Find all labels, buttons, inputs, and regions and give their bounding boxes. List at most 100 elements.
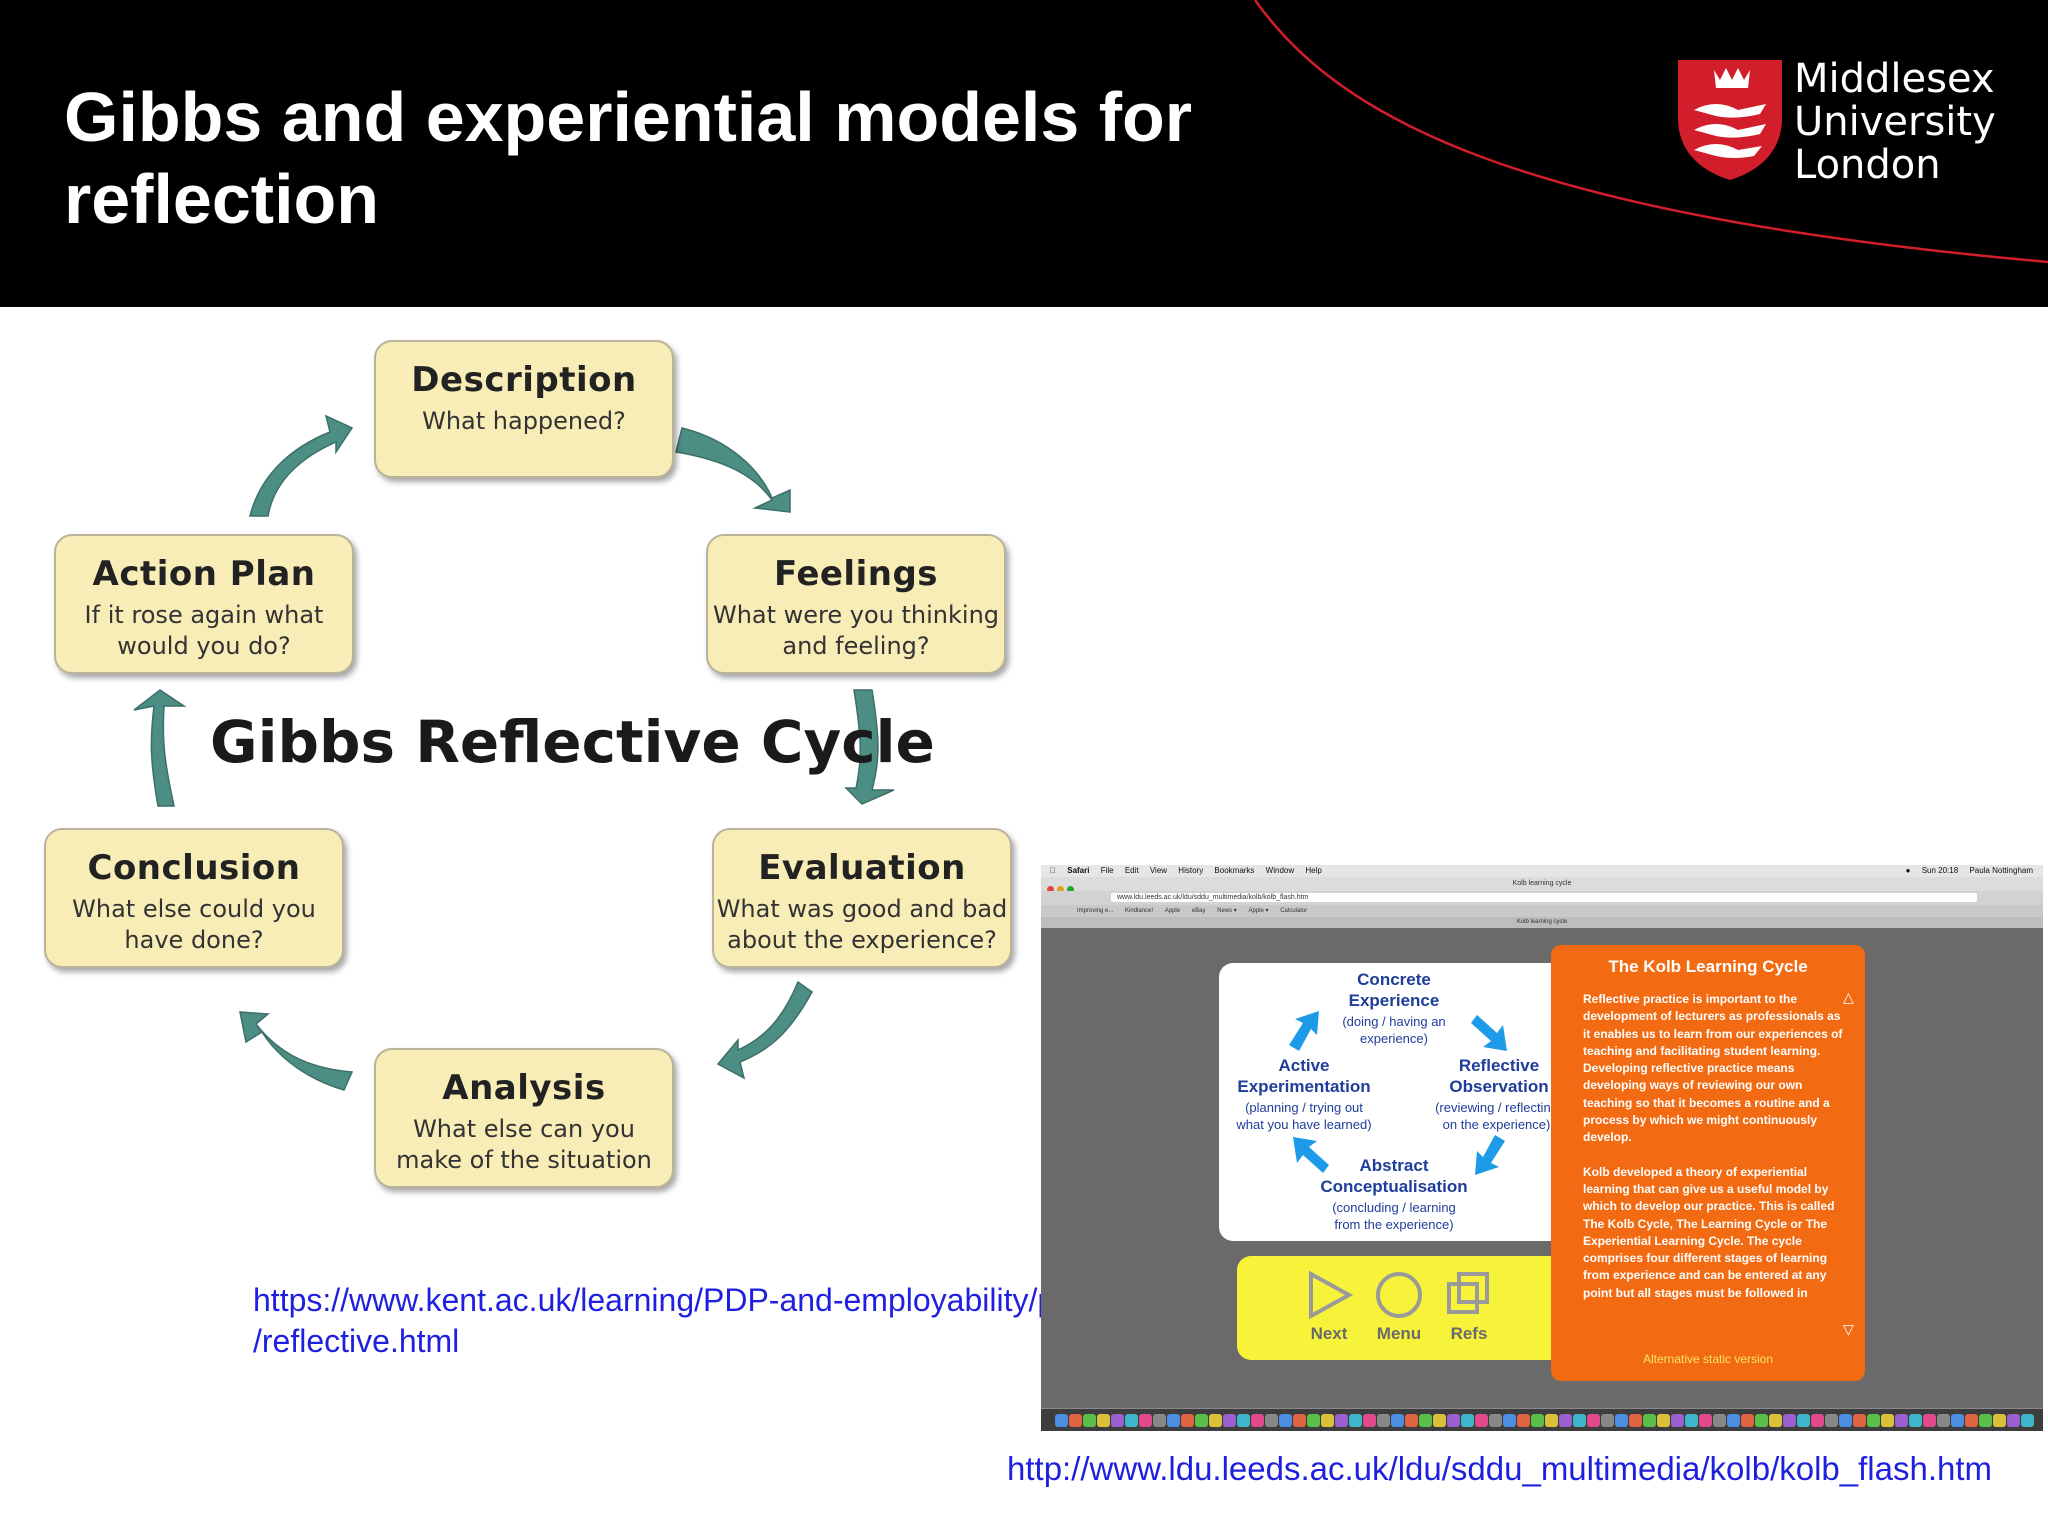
dock-app-icon[interactable]	[1293, 1414, 1306, 1427]
dock-app-icon[interactable]	[1447, 1414, 1460, 1427]
dock-app-icon[interactable]	[1531, 1414, 1544, 1427]
dock-app-icon[interactable]	[1517, 1414, 1530, 1427]
dock-app-icon[interactable]	[1629, 1414, 1642, 1427]
close-window-icon[interactable]	[1047, 886, 1054, 893]
dock-app-icon[interactable]	[1377, 1414, 1390, 1427]
dock-app-icon[interactable]	[1545, 1414, 1558, 1427]
bookmark-item[interactable]: Kindlance!	[1125, 908, 1154, 914]
dock-app-icon[interactable]	[1321, 1414, 1334, 1427]
dock-app-icon[interactable]	[1643, 1414, 1656, 1427]
dock-app-icon[interactable]	[1755, 1414, 1768, 1427]
dock-app-icon[interactable]	[1349, 1414, 1362, 1427]
dock-app-icon[interactable]	[2021, 1414, 2034, 1427]
menu-label: Menu	[1376, 1324, 1422, 1343]
menu-bookmarks[interactable]: Bookmarks	[1206, 866, 1254, 875]
dock-app-icon[interactable]	[1853, 1414, 1866, 1427]
dock-app-icon[interactable]	[1167, 1414, 1180, 1427]
dock-app-icon[interactable]	[1671, 1414, 1684, 1427]
dock-app-icon[interactable]	[1181, 1414, 1194, 1427]
zoom-window-icon[interactable]	[1067, 886, 1074, 893]
bookmark-item[interactable]: Improving e...	[1077, 908, 1114, 914]
menu-view[interactable]: View	[1141, 866, 1167, 875]
dock-app-icon[interactable]	[1363, 1414, 1376, 1427]
dock-app-icon[interactable]	[1839, 1414, 1852, 1427]
menu-edit[interactable]: Edit	[1116, 866, 1139, 875]
bookmark-item[interactable]: Apple ▾	[1248, 908, 1269, 914]
menu-safari[interactable]: Safari	[1059, 866, 1089, 875]
dock-app-icon[interactable]	[1685, 1414, 1698, 1427]
dock-app-icon[interactable]	[1909, 1414, 1922, 1427]
dock-app-icon[interactable]	[1979, 1414, 1992, 1427]
dock-app-icon[interactable]	[1825, 1414, 1838, 1427]
dock-app-icon[interactable]	[1713, 1414, 1726, 1427]
dock-app-icon[interactable]	[1811, 1414, 1824, 1427]
scroll-up-icon[interactable]: △	[1843, 989, 1854, 1005]
menu-history[interactable]: History	[1170, 866, 1203, 875]
dock-app-icon[interactable]	[1097, 1414, 1110, 1427]
bookmark-item[interactable]: eBay	[1191, 908, 1206, 914]
menu-window[interactable]: Window	[1257, 866, 1294, 875]
dock-app-icon[interactable]	[1237, 1414, 1250, 1427]
menu-button[interactable]: Menu	[1369, 1270, 1429, 1343]
dock-app-icon[interactable]	[1069, 1414, 1082, 1427]
dock-app-icon[interactable]	[1937, 1414, 1950, 1427]
dock-app-icon[interactable]	[1559, 1414, 1572, 1427]
menubar-user[interactable]: Paula Nottingham	[1969, 866, 2033, 875]
dock-app-icon[interactable]	[1573, 1414, 1586, 1427]
dock-app-icon[interactable]	[1797, 1414, 1810, 1427]
dock-app-icon[interactable]	[1881, 1414, 1894, 1427]
dock-app-icon[interactable]	[1923, 1414, 1936, 1427]
dock-app-icon[interactable]	[1195, 1414, 1208, 1427]
dock-app-icon[interactable]	[1153, 1414, 1166, 1427]
next-button[interactable]: Next	[1299, 1270, 1359, 1343]
dock-app-icon[interactable]	[1601, 1414, 1614, 1427]
kent-reflective-link[interactable]: https://www.kent.ac.uk/learning/PDP-and-…	[253, 1280, 1213, 1362]
dock-app-icon[interactable]	[1223, 1414, 1236, 1427]
dock-app-icon[interactable]	[1083, 1414, 1096, 1427]
dock-app-icon[interactable]	[1209, 1414, 1222, 1427]
dock-app-icon[interactable]	[1279, 1414, 1292, 1427]
dock-app-icon[interactable]	[1391, 1414, 1404, 1427]
dock-app-icon[interactable]	[1769, 1414, 1782, 1427]
menu-file[interactable]: File	[1092, 866, 1114, 875]
dock-app-icon[interactable]	[1587, 1414, 1600, 1427]
dock-app-icon[interactable]	[1727, 1414, 1740, 1427]
dock-app-icon[interactable]	[1615, 1414, 1628, 1427]
bookmark-item[interactable]: Apple	[1164, 908, 1181, 914]
dock-app-icon[interactable]	[1741, 1414, 1754, 1427]
dock-app-icon[interactable]	[1699, 1414, 1712, 1427]
dock-app-icon[interactable]	[1475, 1414, 1488, 1427]
dock-app-icon[interactable]	[1993, 1414, 2006, 1427]
dock-app-icon[interactable]	[1965, 1414, 1978, 1427]
dock-app-icon[interactable]	[1657, 1414, 1670, 1427]
browser-tab[interactable]: Kolb learning cycle	[1041, 917, 2043, 928]
dock-app-icon[interactable]	[1867, 1414, 1880, 1427]
dock-app-icon[interactable]	[1503, 1414, 1516, 1427]
dock-app-icon[interactable]	[1461, 1414, 1474, 1427]
bookmark-item[interactable]: News ▾	[1217, 908, 1237, 914]
dock-app-icon[interactable]	[1251, 1414, 1264, 1427]
bookmark-item[interactable]: Calculator	[1280, 908, 1308, 914]
dock-app-icon[interactable]	[1405, 1414, 1418, 1427]
dock-app-icon[interactable]	[1895, 1414, 1908, 1427]
minimize-window-icon[interactable]	[1057, 886, 1064, 893]
dock-app-icon[interactable]	[1433, 1414, 1446, 1427]
dock-app-icon[interactable]	[1783, 1414, 1796, 1427]
leeds-kolb-link[interactable]: http://www.ldu.leeds.ac.uk/ldu/sddu_mult…	[1007, 1450, 1993, 1487]
dock-app-icon[interactable]	[1265, 1414, 1278, 1427]
browser-address-bar[interactable]: www.ldu.leeds.ac.uk/ldu/sddu_multimedia/…	[1111, 893, 1977, 902]
dock-app-icon[interactable]	[1335, 1414, 1348, 1427]
dock-app-icon[interactable]	[1055, 1414, 1068, 1427]
alternative-static-version-link[interactable]: Alternative static version	[1642, 1352, 1774, 1366]
dock-app-icon[interactable]	[1139, 1414, 1152, 1427]
dock-app-icon[interactable]	[1125, 1414, 1138, 1427]
dock-app-icon[interactable]	[1307, 1414, 1320, 1427]
menu-help[interactable]: Help	[1297, 866, 1321, 875]
refs-button[interactable]: Refs	[1439, 1270, 1499, 1343]
scroll-down-icon[interactable]: ▽	[1843, 1321, 1854, 1337]
dock-app-icon[interactable]	[1419, 1414, 1432, 1427]
dock-app-icon[interactable]	[1489, 1414, 1502, 1427]
dock-app-icon[interactable]	[1111, 1414, 1124, 1427]
dock-app-icon[interactable]	[1951, 1414, 1964, 1427]
dock-app-icon[interactable]	[2007, 1414, 2020, 1427]
